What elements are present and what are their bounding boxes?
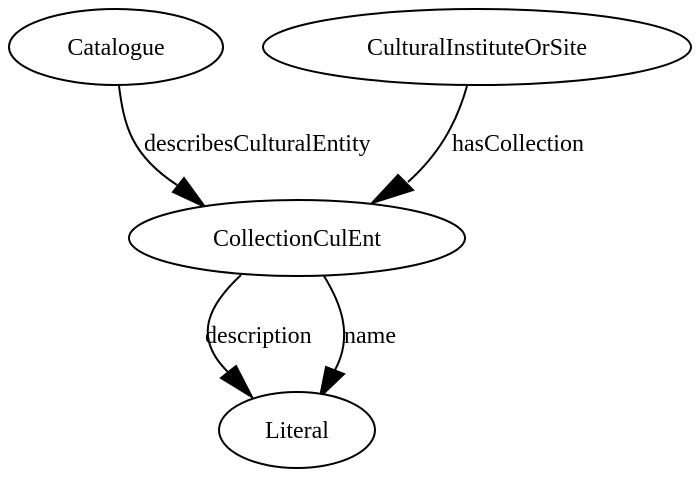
edge-describes-cultural-entity-arrowhead [171, 176, 209, 210]
node-cultural-institute-or-site-ellipse [262, 8, 692, 86]
edge-has-collection-arrowhead [368, 173, 415, 206]
edge-label-name: name [344, 323, 396, 349]
node-collection-cul-ent[interactable]: CollectionCulEnt [128, 199, 466, 277]
edge-has-collection: hasCollection [368, 85, 584, 206]
edge-label-describes-cultural-entity: describesCulturalEntity [144, 131, 371, 157]
node-collection-cul-ent-ellipse [128, 199, 466, 277]
node-literal-label: Literal [265, 418, 329, 444]
edge-description-arrowhead [219, 364, 255, 400]
edge-description: description [205, 274, 312, 400]
node-literal[interactable]: Literal [218, 391, 376, 469]
edge-describes-cultural-entity: describesCulturalEntity [118, 85, 371, 210]
edge-label-has-collection: hasCollection [452, 131, 584, 157]
node-catalogue[interactable]: Catalogue [8, 8, 224, 86]
edge-name: name [318, 275, 396, 400]
edge-label-description: description [205, 323, 312, 349]
node-cultural-institute-or-site-label: CulturalInstituteOrSite [367, 35, 587, 61]
node-cultural-institute-or-site[interactable]: CulturalInstituteOrSite [262, 8, 692, 86]
node-literal-ellipse [218, 391, 376, 469]
node-collection-cul-ent-label: CollectionCulEnt [213, 226, 381, 252]
node-catalogue-ellipse [8, 8, 224, 86]
node-catalogue-label: Catalogue [67, 35, 164, 61]
edge-name-arrowhead [318, 365, 346, 400]
